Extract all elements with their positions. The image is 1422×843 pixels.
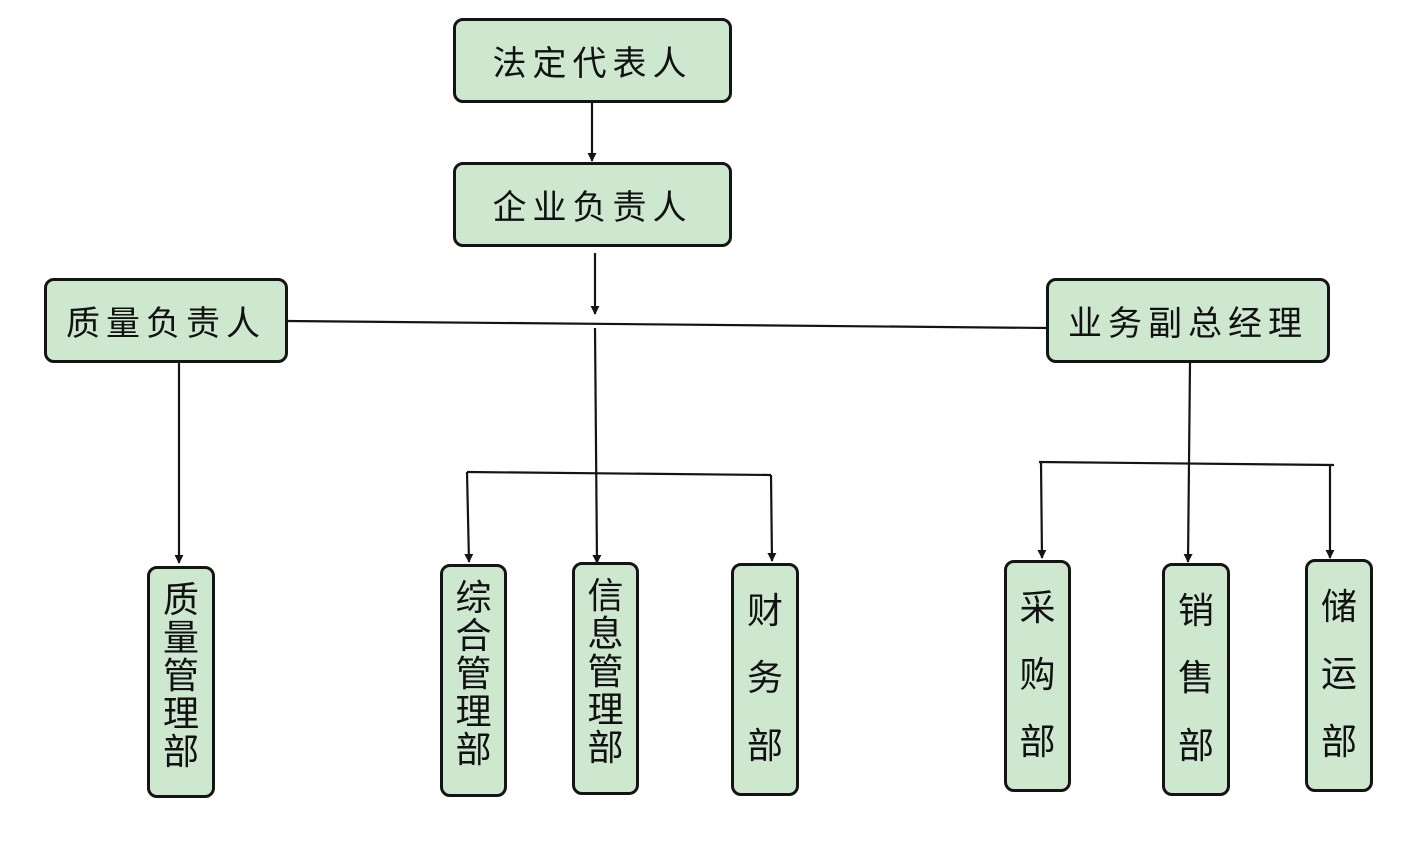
- node-label: 企业负责人: [492, 188, 693, 228]
- node-label: 法定代表人: [492, 44, 693, 84]
- node-char: 部: [587, 728, 624, 769]
- node-char: 售: [1177, 658, 1214, 700]
- arrow-to-purchasing: [1037, 461, 1047, 559]
- node-char: 采: [1019, 587, 1056, 629]
- node-purchasing-dept: 采 购 部: [1004, 560, 1071, 792]
- node-char: 部: [162, 732, 199, 773]
- node-char: 部: [455, 730, 492, 771]
- node-char: 理: [587, 690, 624, 731]
- arrow-to-general-mgmt: [464, 471, 474, 563]
- node-char: 运: [1320, 654, 1357, 696]
- node-char: 理: [162, 694, 199, 735]
- node-label: 质量负责人: [66, 304, 266, 344]
- node-quality-head: 质量负责人: [44, 278, 288, 363]
- node-legal-representative: 法定代表人: [453, 18, 732, 103]
- node-char: 综: [455, 578, 492, 619]
- node-char: 管: [455, 654, 492, 695]
- node-business-vp: 业务副总经理: [1046, 278, 1330, 363]
- node-logistics-dept: 储 运 部: [1305, 559, 1373, 792]
- node-char: 部: [746, 726, 783, 768]
- node-char: 管: [162, 656, 199, 697]
- arrow-center-to-info: [592, 327, 602, 564]
- bracket-middle-bar: [466, 470, 772, 477]
- node-char: 管: [587, 652, 624, 693]
- node-char: 销: [1177, 590, 1214, 632]
- node-char: 质: [162, 580, 199, 621]
- node-char: 财: [746, 590, 783, 632]
- node-info-mgmt-dept: 信 息 管 理 部: [572, 562, 639, 795]
- node-char: 购: [1019, 654, 1056, 696]
- node-char: 理: [455, 692, 492, 733]
- node-char: 部: [1177, 726, 1214, 768]
- node-char: 部: [1320, 722, 1357, 764]
- node-char: 信: [587, 576, 624, 617]
- arrow-to-finance: [767, 474, 777, 562]
- horizontal-link-quality-vp: [286, 319, 1049, 330]
- node-general-mgmt-dept: 综 合 管 理 部: [440, 564, 507, 797]
- node-finance-dept: 财 务 部: [731, 563, 799, 796]
- node-enterprise-head: 企业负责人: [453, 162, 732, 247]
- node-quality-mgmt-dept: 质 量 管 理 部: [147, 566, 215, 798]
- node-label: 业务副总经理: [1068, 304, 1308, 344]
- node-char: 储: [1320, 586, 1357, 628]
- node-char: 息: [587, 614, 624, 655]
- node-char: 合: [455, 616, 492, 657]
- node-char: 务: [746, 658, 783, 700]
- bracket-right-bar: [1038, 460, 1335, 467]
- node-sales-dept: 销 售 部: [1162, 563, 1230, 796]
- node-char: 部: [1019, 722, 1056, 764]
- node-char: 量: [162, 618, 199, 659]
